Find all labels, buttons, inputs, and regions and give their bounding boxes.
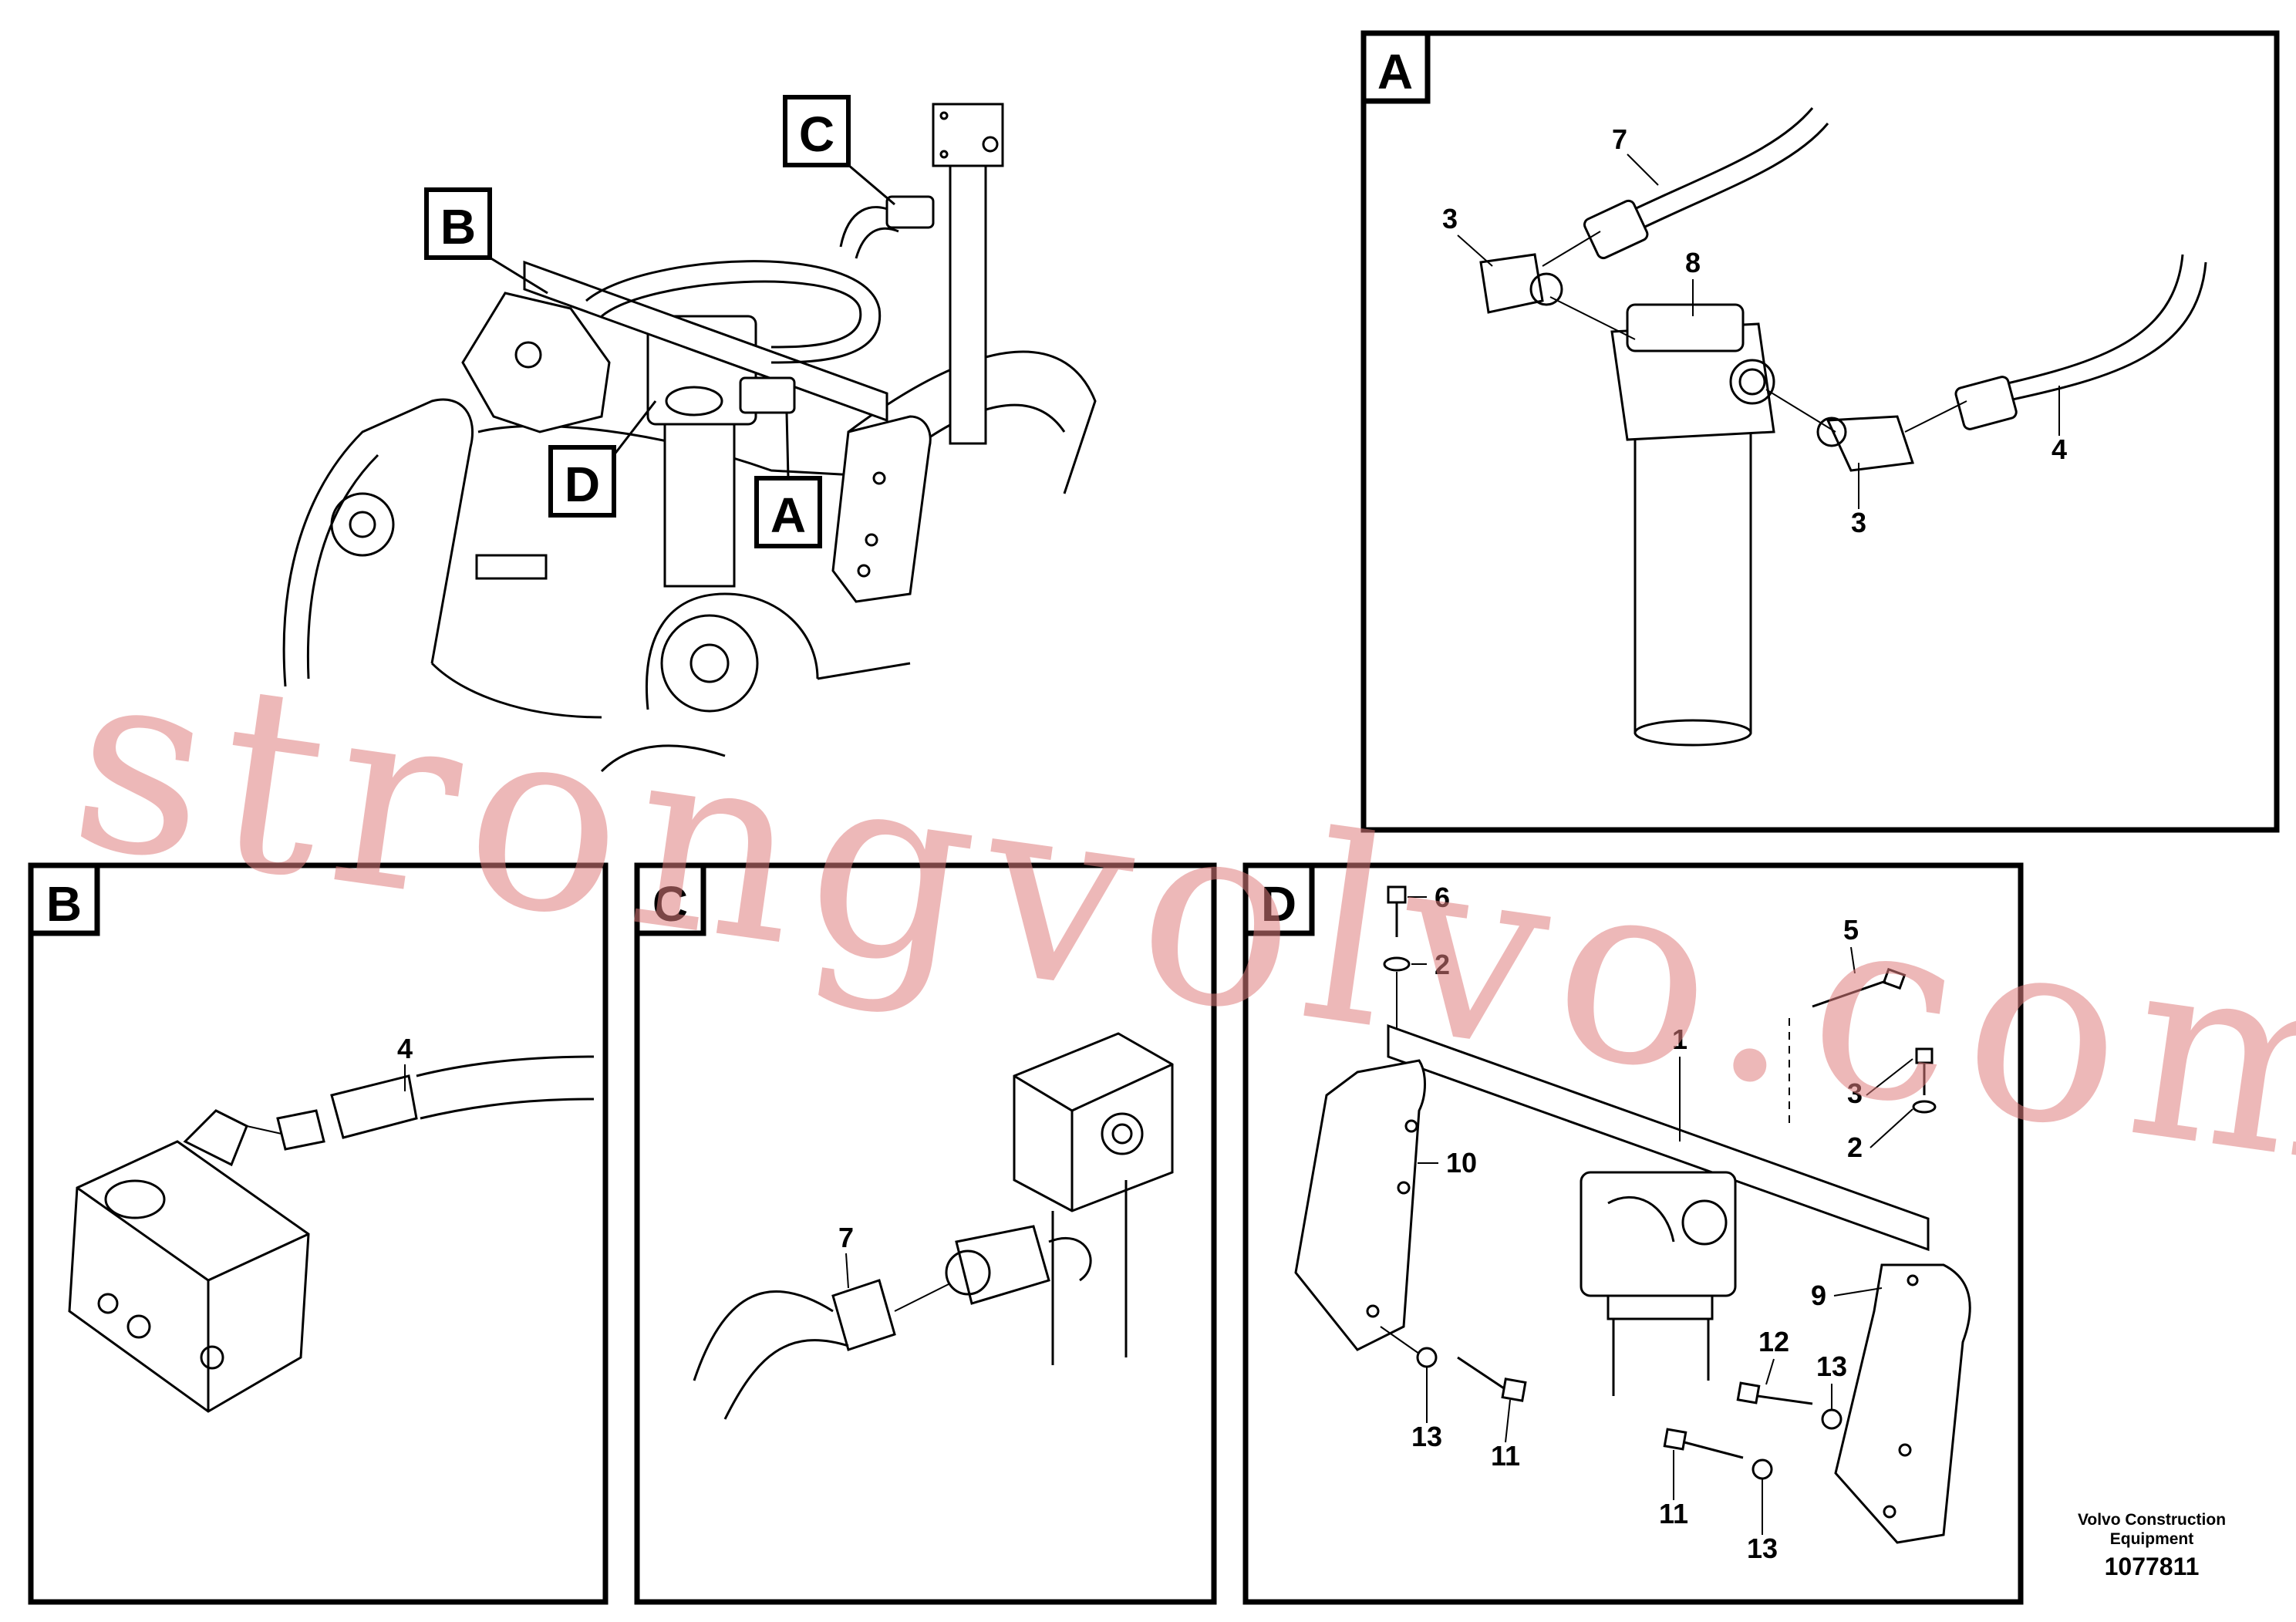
svg-text:D: D bbox=[565, 457, 600, 512]
svg-text:13: 13 bbox=[1747, 1533, 1778, 1564]
svg-text:9: 9 bbox=[1811, 1280, 1826, 1311]
svg-text:7: 7 bbox=[1612, 123, 1627, 155]
svg-text:10: 10 bbox=[1446, 1147, 1477, 1179]
callout-C: C bbox=[783, 95, 895, 206]
svg-text:13: 13 bbox=[1816, 1351, 1847, 1382]
svg-text:2: 2 bbox=[1435, 949, 1450, 980]
svg-text:12: 12 bbox=[1758, 1326, 1789, 1357]
panel-A: A 7 3 8 4 3 bbox=[1360, 30, 2280, 833]
svg-text:5: 5 bbox=[1843, 914, 1859, 946]
svg-text:strongvolvo.com: strongvolvo.com bbox=[57, 608, 2296, 1226]
watermark: strongvolvo.com bbox=[57, 608, 2296, 1226]
footer: Volvo Construction Equipment 1077811 bbox=[2078, 1511, 2226, 1580]
svg-text:3: 3 bbox=[1851, 507, 1866, 538]
panel-A-tag: A bbox=[1377, 44, 1413, 99]
svg-text:C: C bbox=[799, 106, 834, 162]
svg-text:7: 7 bbox=[838, 1222, 854, 1253]
svg-text:B: B bbox=[440, 199, 476, 255]
panel-C: C 7 bbox=[634, 862, 1217, 1605]
panel-B: B 4 bbox=[28, 862, 609, 1605]
svg-text:11: 11 bbox=[1659, 1498, 1688, 1529]
company-name-2: Equipment bbox=[2110, 1530, 2194, 1548]
callout-B: B bbox=[424, 187, 548, 295]
panel-D-tag: D bbox=[1261, 876, 1296, 932]
callout-D: D bbox=[548, 400, 657, 518]
overview-illustration bbox=[282, 103, 1097, 773]
drawing-number: 1077811 bbox=[2105, 1553, 2200, 1580]
panel-B-tag: B bbox=[46, 876, 82, 932]
svg-text:3: 3 bbox=[1442, 203, 1458, 234]
svg-text:4: 4 bbox=[397, 1033, 413, 1064]
svg-text:6: 6 bbox=[1435, 882, 1450, 913]
svg-text:2: 2 bbox=[1847, 1131, 1863, 1163]
svg-text:A: A bbox=[770, 487, 806, 543]
svg-text:8: 8 bbox=[1685, 247, 1701, 278]
panel-D: D bbox=[1242, 862, 2024, 1605]
company-name: Volvo Construction bbox=[2078, 1511, 2226, 1529]
callout-A: A bbox=[754, 412, 822, 548]
svg-text:1: 1 bbox=[1672, 1023, 1687, 1055]
panel-C-tag: C bbox=[652, 876, 688, 932]
svg-text:11: 11 bbox=[1491, 1440, 1520, 1472]
svg-text:13: 13 bbox=[1411, 1421, 1442, 1452]
svg-text:4: 4 bbox=[2052, 433, 2067, 465]
svg-text:3: 3 bbox=[1847, 1077, 1863, 1109]
